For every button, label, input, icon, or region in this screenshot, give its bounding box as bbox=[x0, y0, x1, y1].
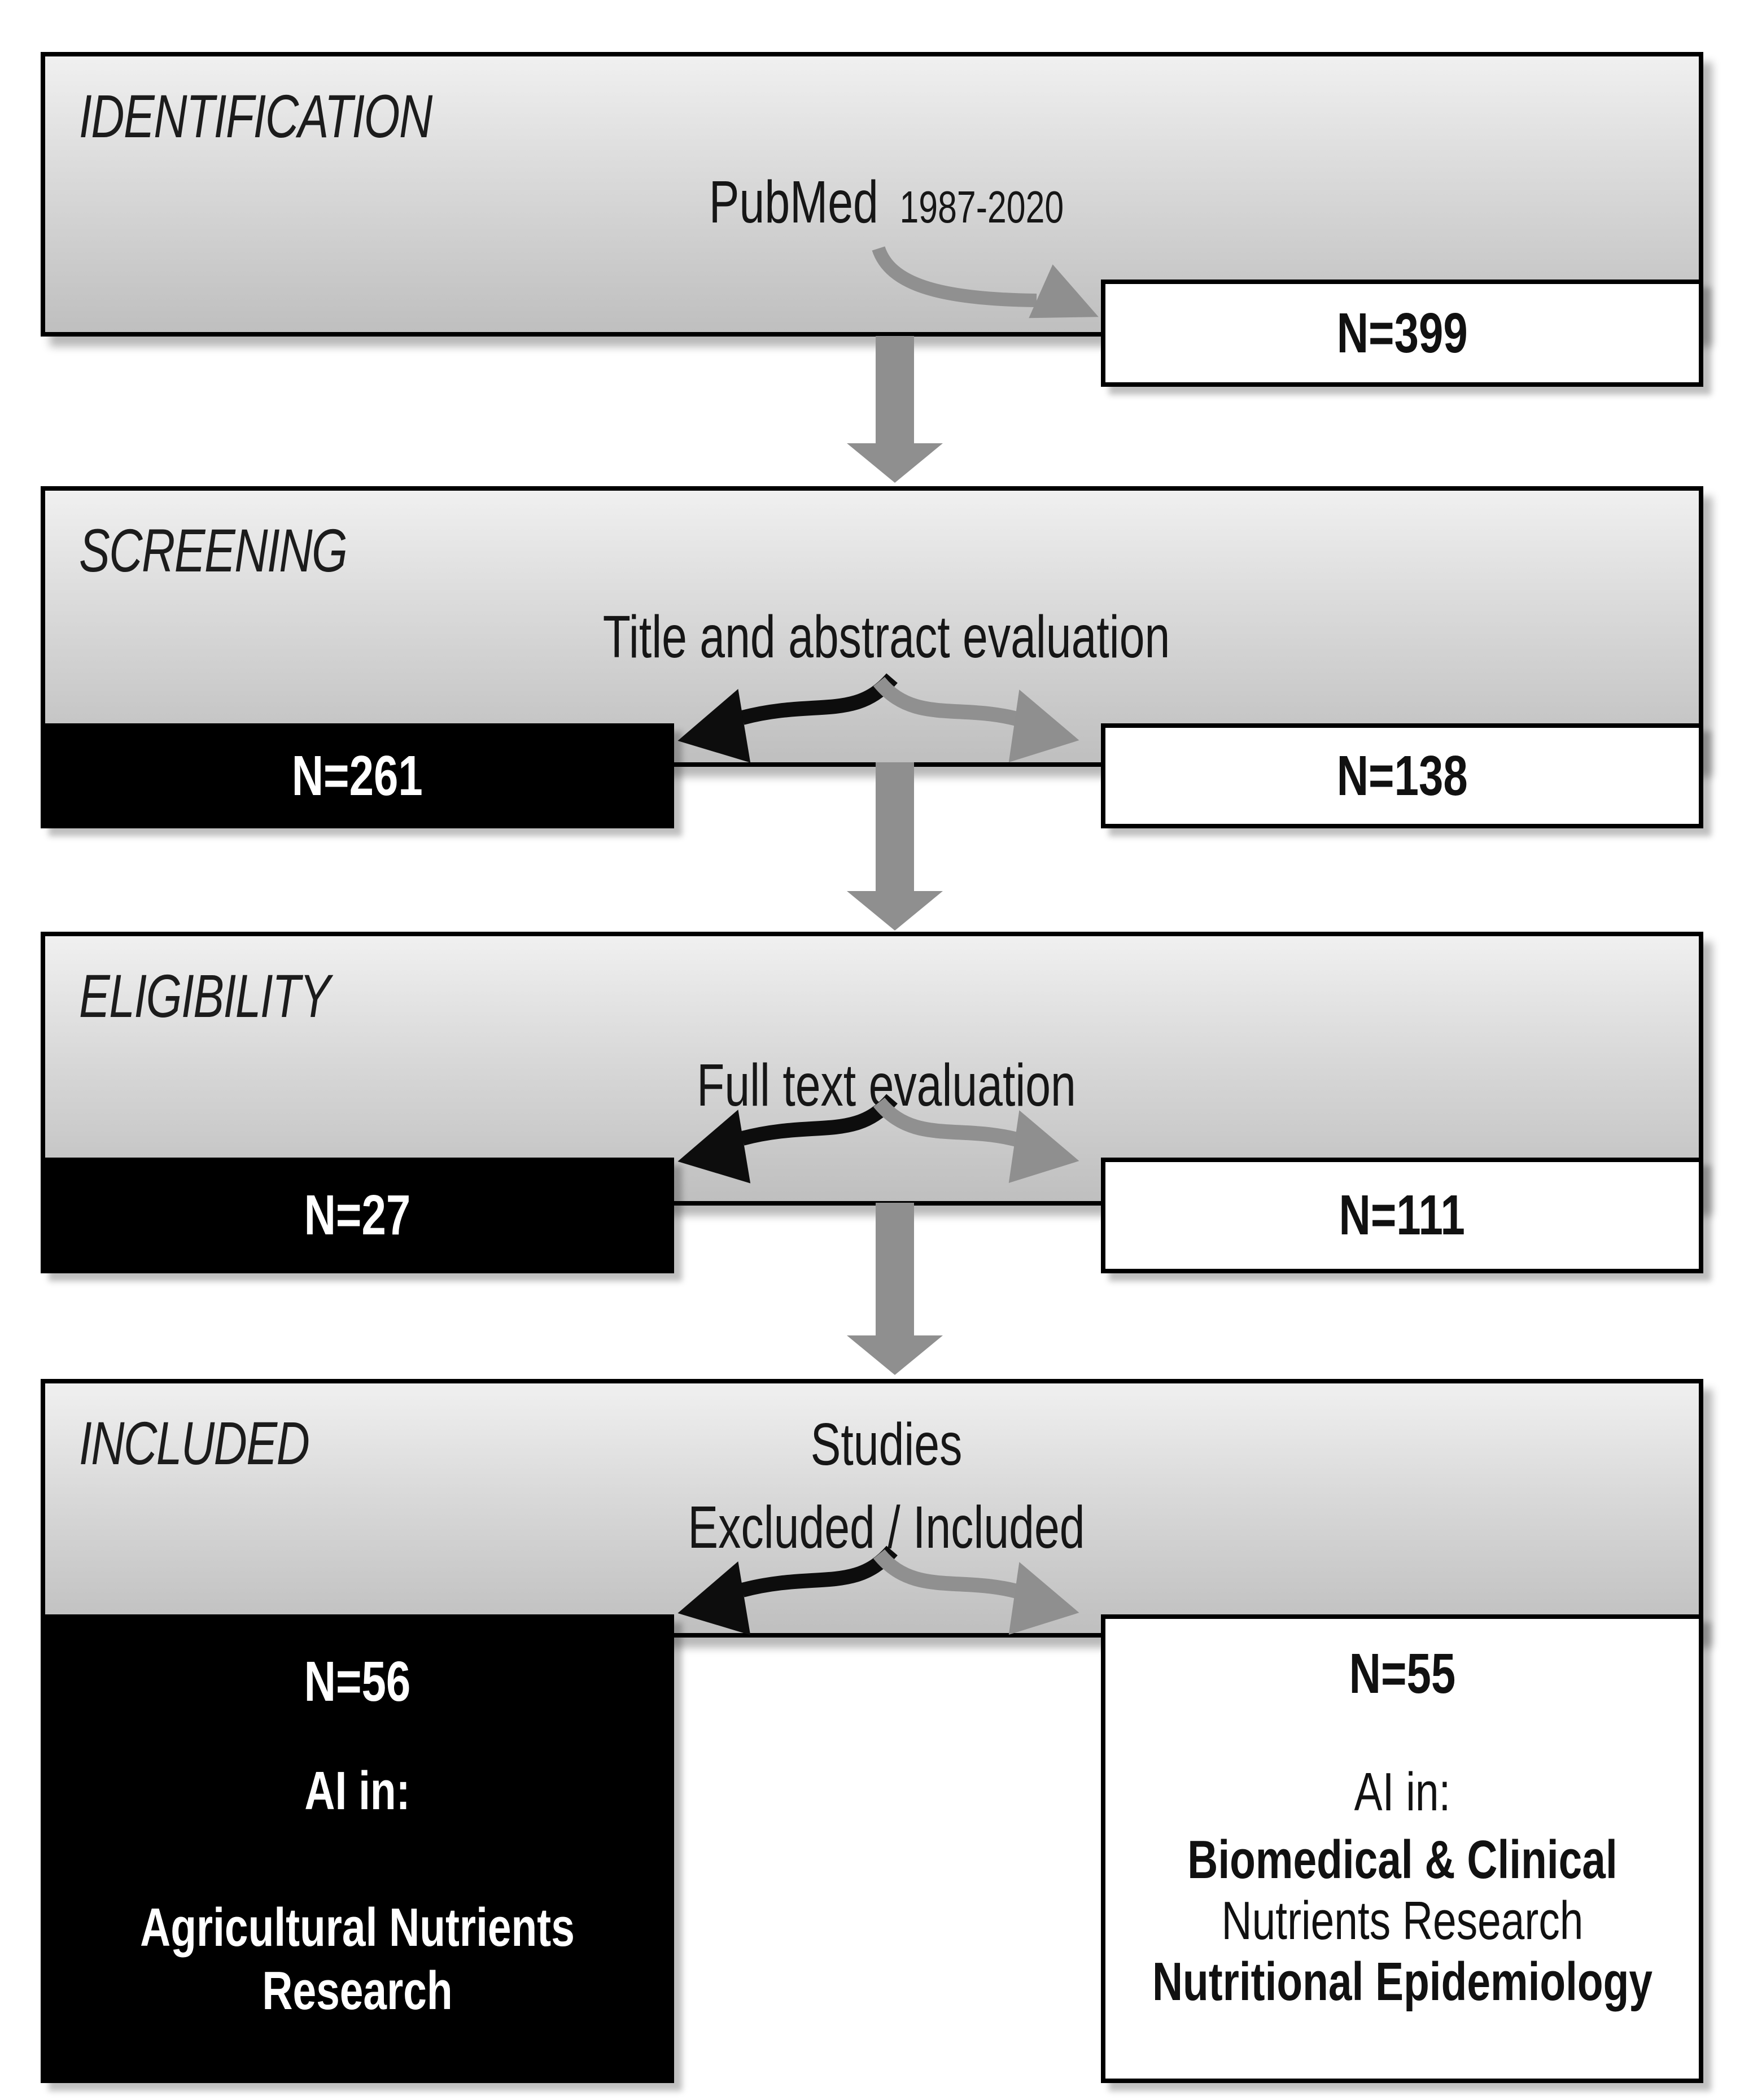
screening-excluded-box: N=261 bbox=[41, 723, 674, 828]
down-arrow-icon bbox=[847, 1203, 943, 1375]
excluded-studies-subtitle: AI in: bbox=[304, 1761, 410, 1821]
included-studies-count: N=55 bbox=[1349, 1642, 1455, 1705]
excluded-studies-field-line2: Research bbox=[262, 1961, 453, 2021]
curved-arrow-right-icon bbox=[872, 246, 1099, 318]
screening-band bbox=[41, 486, 1703, 767]
split-arrows-left-right-icon bbox=[677, 1094, 1079, 1184]
included-band bbox=[41, 1379, 1703, 1638]
split-arrows-left-right-icon bbox=[677, 1545, 1079, 1635]
eligibility-included-box: N=111 bbox=[1101, 1158, 1703, 1273]
included-studies-box: N=55 AI in: Biomedical & Clinical Nutrie… bbox=[1101, 1614, 1703, 2083]
screening-excluded-count: N=261 bbox=[291, 744, 423, 807]
split-arrows-left-right-icon bbox=[677, 673, 1079, 763]
identification-source: PubMed bbox=[709, 169, 878, 235]
screening-included-box: N=138 bbox=[1101, 723, 1703, 828]
down-arrow-icon bbox=[847, 336, 943, 483]
eligibility-excluded-box: N=27 bbox=[41, 1158, 674, 1273]
screening-caption: Title and abstract evaluation bbox=[602, 604, 1170, 670]
identification-band bbox=[41, 52, 1703, 337]
excluded-studies-box: N=56 AI in: Agricultural Nutrients Resea… bbox=[41, 1614, 674, 2083]
included-caption-line1: Studies bbox=[810, 1411, 963, 1478]
eligibility-excluded-count: N=27 bbox=[304, 1184, 411, 1247]
eligibility-included-count: N=111 bbox=[1339, 1184, 1466, 1247]
identified-count: N=399 bbox=[1336, 301, 1468, 365]
identification-caption: PubMed 1987-2020 bbox=[709, 168, 1064, 237]
identification-years: 1987-2020 bbox=[899, 182, 1064, 232]
identified-count-box: N=399 bbox=[1101, 280, 1703, 387]
included-studies-subtitle: AI in: bbox=[1354, 1762, 1450, 1822]
included-studies-field-line2: Nutrients Research bbox=[1221, 1891, 1583, 1951]
excluded-studies-count: N=56 bbox=[304, 1650, 411, 1713]
stage-label-screening: SCREENING bbox=[79, 516, 348, 584]
screening-included-count: N=138 bbox=[1336, 744, 1468, 807]
stage-label-identification: IDENTIFICATION bbox=[79, 82, 432, 150]
stage-label-included: INCLUDED bbox=[79, 1409, 310, 1477]
included-studies-field-line1: Biomedical & Clinical bbox=[1187, 1830, 1617, 1890]
down-arrow-icon bbox=[847, 762, 943, 931]
included-studies-field-line3: Nutritional Epidemiology bbox=[1152, 1951, 1652, 2012]
stage-label-eligibility: ELIGIBILITY bbox=[79, 962, 331, 1030]
excluded-studies-field-line1: Agricultural Nutrients bbox=[140, 1897, 575, 1958]
